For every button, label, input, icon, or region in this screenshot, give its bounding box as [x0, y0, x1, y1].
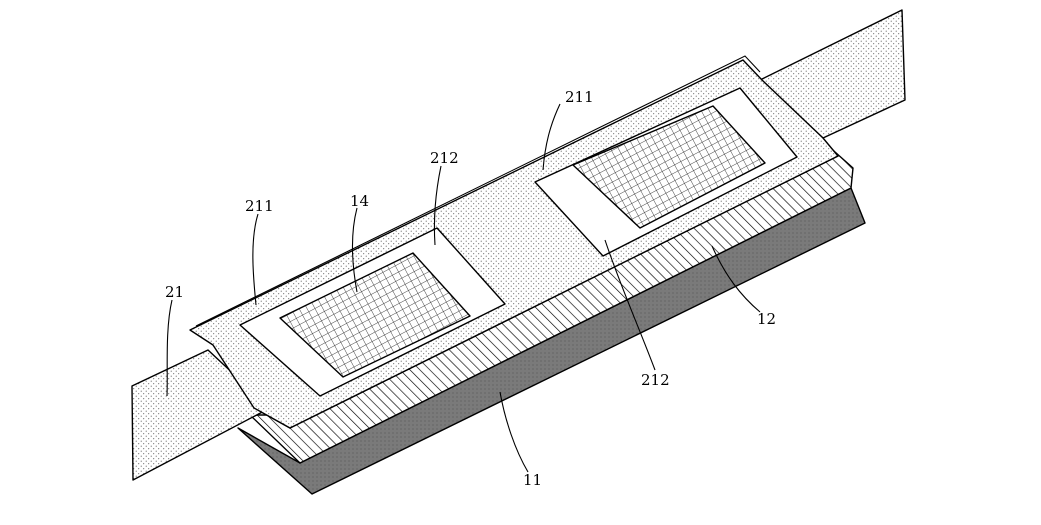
cover-edge	[195, 55, 761, 327]
substrate-side	[237, 187, 866, 495]
leader-11	[499, 391, 529, 473]
label-12: 12	[757, 310, 776, 328]
label-11: 11	[523, 471, 542, 489]
label-212-left: 212	[430, 149, 459, 167]
leader-21	[166, 299, 173, 397]
leader-14	[351, 207, 358, 293]
label-211-right: 211	[565, 88, 594, 106]
label-21: 21	[165, 283, 184, 301]
label-212-right: 212	[641, 371, 670, 389]
leader-212-right	[604, 239, 656, 371]
leader-12	[711, 245, 761, 313]
leader-212-left	[433, 165, 442, 246]
label-14: 14	[350, 192, 369, 210]
leader-211-left	[252, 213, 259, 306]
pad-left	[279, 252, 471, 378]
label-211-left: 211	[245, 197, 274, 215]
pad-right	[572, 105, 766, 229]
leader-211-right	[542, 103, 561, 171]
